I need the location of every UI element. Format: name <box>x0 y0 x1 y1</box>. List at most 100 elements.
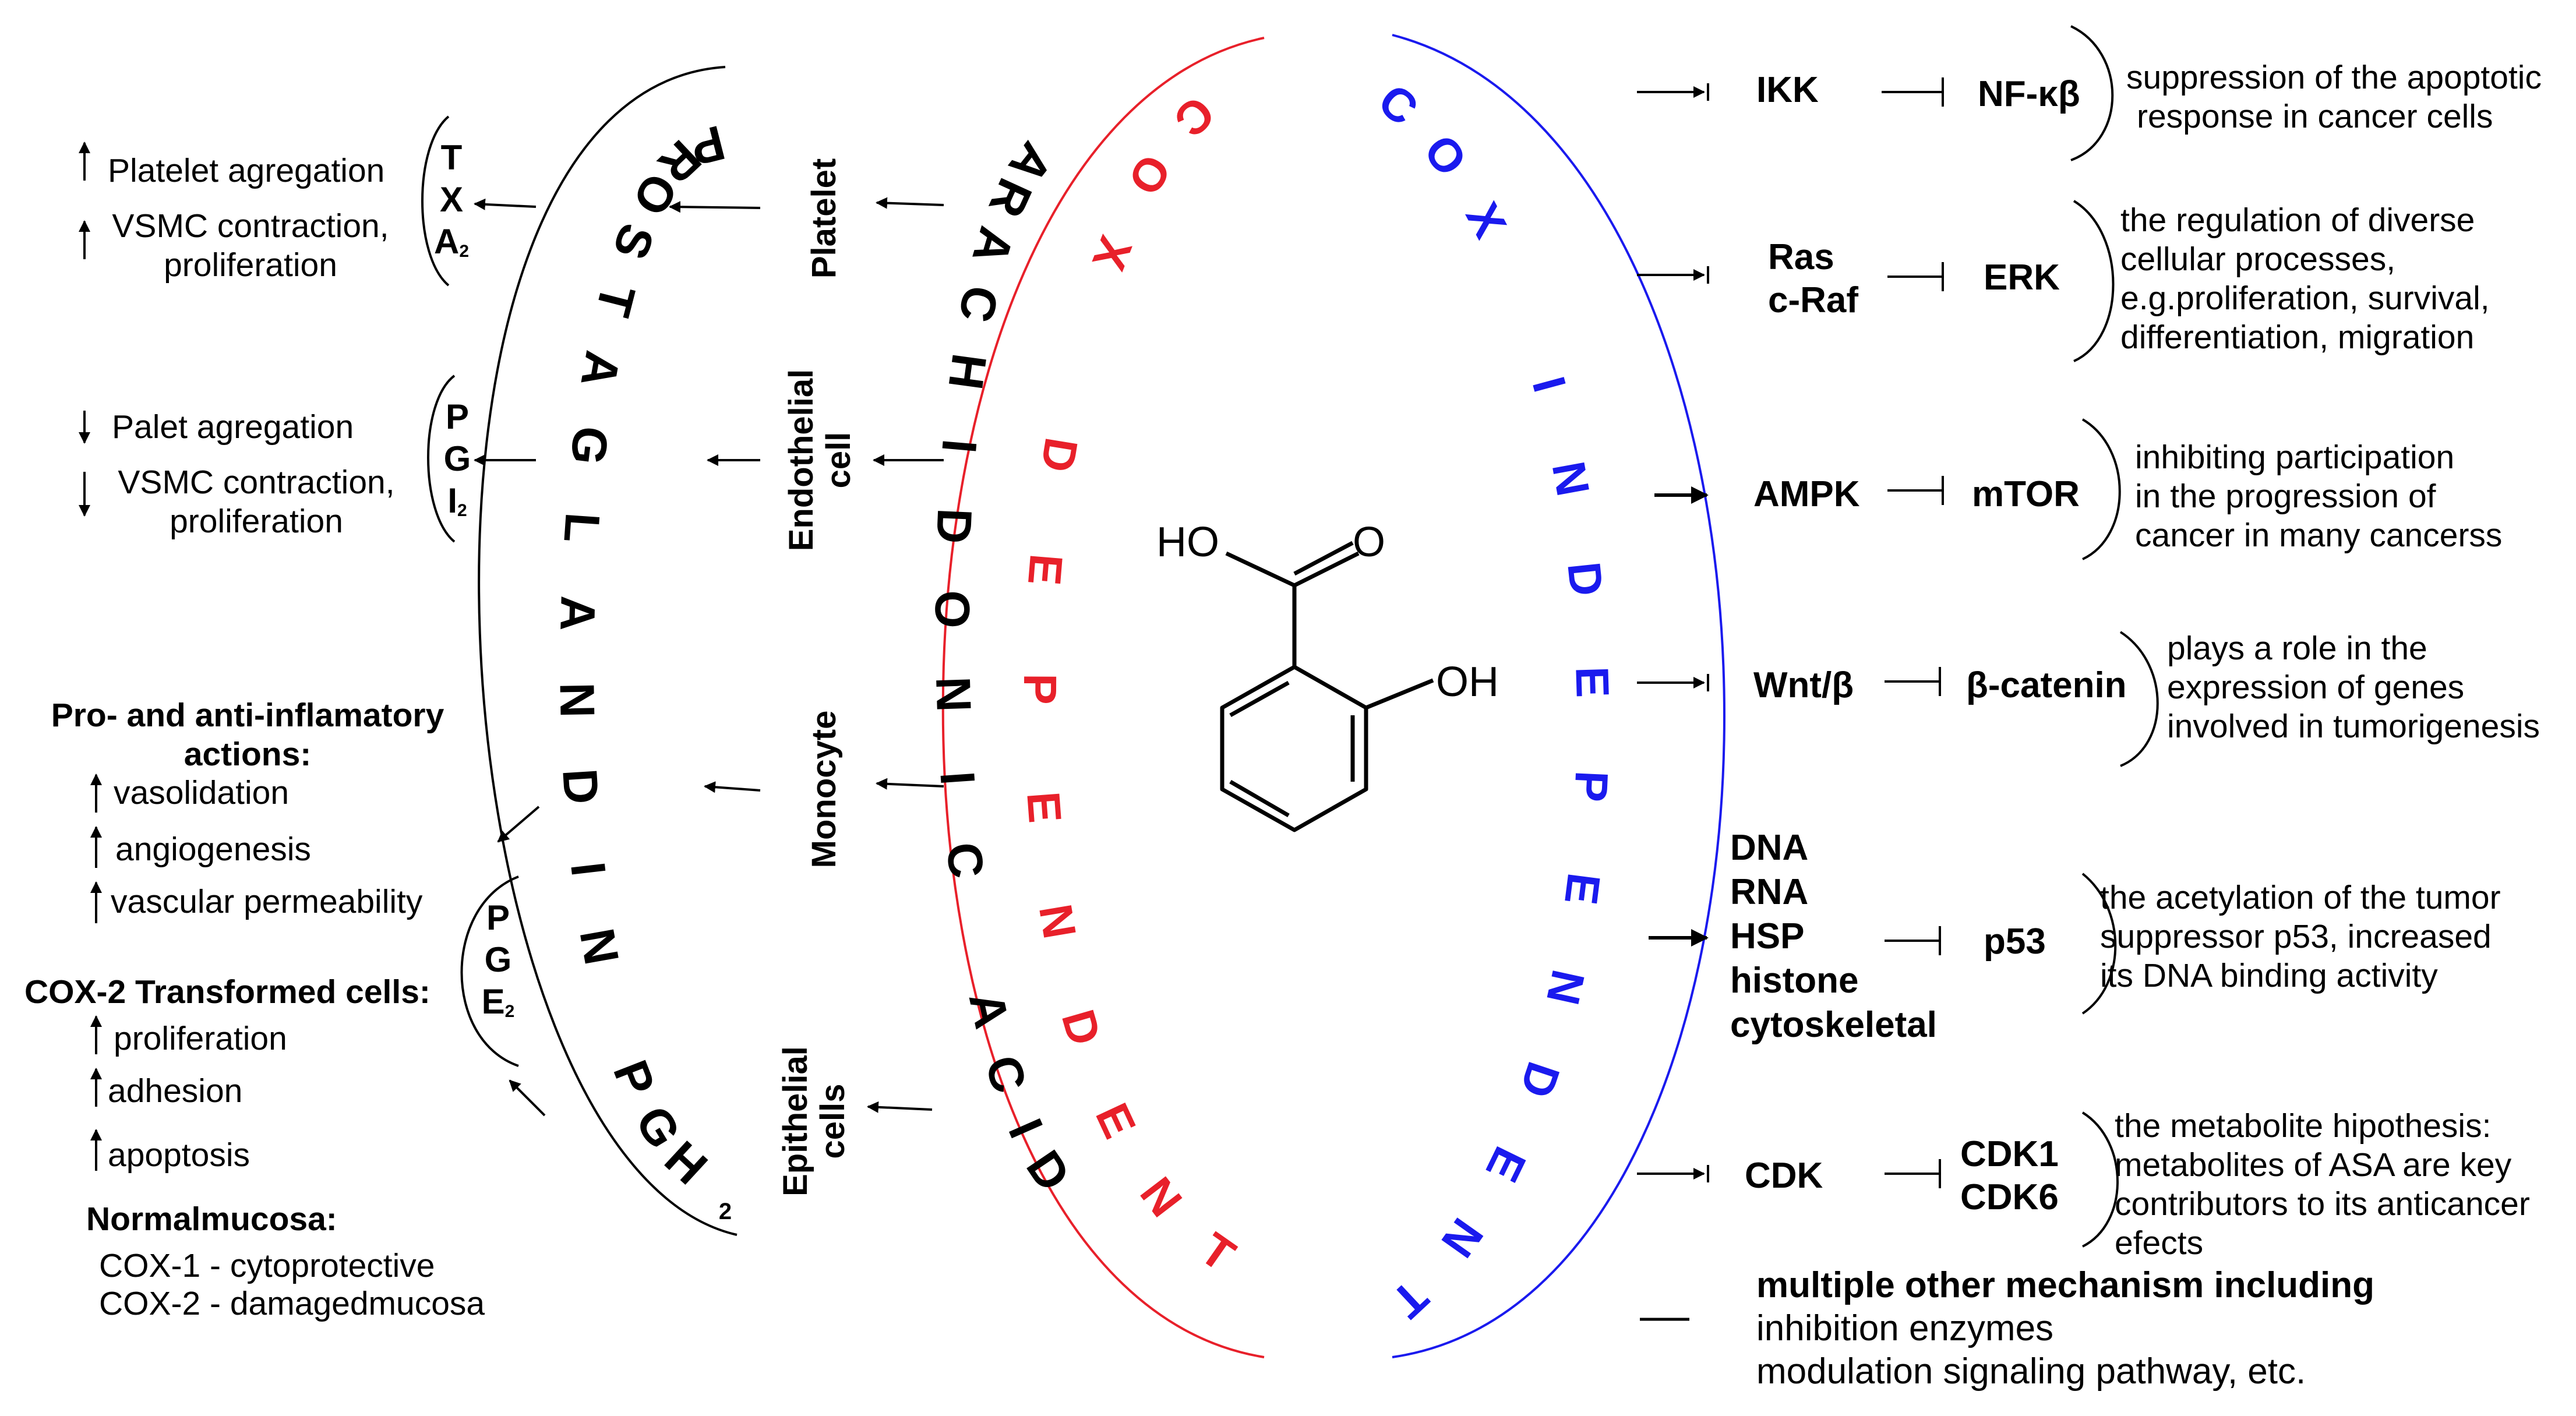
cell-monocyte-label: Monocyte <box>805 710 844 868</box>
pathway-target: CDK1 CDK6 <box>1960 1133 2059 1219</box>
cox-dependent-arc-letter: P <box>1014 673 1067 705</box>
pathway-description: the acetylation of the tumor suppressor … <box>2100 878 2501 995</box>
pathway-target-line: NF-κβ <box>1978 74 2080 114</box>
effect-vsmc-2-line2: proliferation <box>170 503 343 541</box>
pathway-source-line: Wnt/β <box>1753 665 1854 705</box>
pathway-description-line: the acetylation of the tumor <box>2100 879 2501 916</box>
pgi2-letter: G <box>443 439 471 478</box>
cell-epithelial-line2: cells <box>814 1083 852 1159</box>
txa2-letter: X <box>439 180 464 219</box>
pge2-label: P G E2 <box>478 897 518 1029</box>
pgi2-letter: I <box>447 481 457 520</box>
pgi2-letter: P <box>445 397 470 436</box>
bracket-catenin <box>2119 631 2159 767</box>
txa2-label: T X A2 <box>431 137 472 269</box>
bracket-ikk <box>2070 25 2114 161</box>
txa2-subscript: 2 <box>459 242 470 261</box>
cell-epithelial-line1: Epithelial <box>777 1046 815 1196</box>
pgi2-bracket <box>427 375 456 543</box>
pathway-description-line: cellular processes, <box>2120 241 2396 278</box>
cox-dependent-arc-letter: E <box>1018 552 1073 588</box>
arrow-monocyte-pgh <box>704 781 761 793</box>
pathway-description-line: contributors to its anticancer <box>2115 1185 2530 1223</box>
mucosa-item: COX-2 - damagedmucosa <box>99 1285 485 1322</box>
pathway-source-line: DNA <box>1730 828 1809 868</box>
mucosa-item: COX-1 - cytoprotective <box>99 1247 435 1284</box>
cox2-item: adhesion <box>108 1072 243 1110</box>
txa2-letter: T <box>440 138 463 177</box>
cell-endothelial: Endothelial cell <box>782 369 858 552</box>
pathway-source-line: Ras <box>1768 237 1834 277</box>
pathway-target-line: CDK1 <box>1960 1134 2059 1174</box>
pathway-target: mTOR <box>1972 473 2080 515</box>
inflammatory-title-line2: actions: <box>184 736 312 774</box>
pathway-target-line: ERK <box>1984 257 2060 298</box>
pathway-description-line: differentiation, migration <box>2120 319 2475 356</box>
pathway-description-line: inhibiting participation <box>2135 439 2455 476</box>
effect-vsmc-1-line1: VSMC contraction, <box>112 207 389 245</box>
cell-platelet-label: Platelet <box>805 158 844 279</box>
txa2-bracket <box>421 115 450 287</box>
cox-independent-arc <box>1392 34 1725 1358</box>
prostaglandin-arc-letter: A <box>550 595 606 632</box>
pathway-description: plays a role in the expression of genes … <box>2167 629 2540 746</box>
pathway-source-line: c-Raf <box>1768 280 1859 320</box>
pathway-source: CDK <box>1745 1154 1823 1197</box>
inflammatory-title-line1: Pro- and anti-inflamatory <box>51 697 444 734</box>
other-mechanisms-line: inhibition enzymes <box>1756 1308 2054 1348</box>
pathway-source: Wnt/β <box>1753 664 1854 707</box>
cox2-item: proliferation <box>114 1020 287 1057</box>
pathway-source-line: AMPK <box>1753 474 1860 514</box>
inhibit-wnt <box>1885 667 1941 696</box>
pathway-source-line: RNA <box>1730 872 1809 912</box>
pathway-description-line: efects <box>2115 1224 2204 1262</box>
pathway-target-line: β-catenin <box>1966 665 2127 705</box>
pgi2-subscript: 2 <box>457 501 467 520</box>
arachidonic-arc-letter: N <box>925 675 982 713</box>
pathway-source-line: HSP <box>1730 916 1805 956</box>
inhibit-ampk <box>1887 476 1944 505</box>
arrow-to-ikk <box>1637 83 1709 101</box>
effect-vsmc-2-line1: VSMC contraction, <box>118 464 395 501</box>
arachidonic-arc-letter: C <box>936 839 994 881</box>
prostaglandin-arc <box>478 66 737 1236</box>
effect-vsmc-1-line2: proliferation <box>164 246 337 284</box>
cox2-item: apoptosis <box>108 1136 250 1174</box>
other-mechanisms: multiple other mechanism including inhib… <box>1756 1264 2374 1393</box>
pgi2-label: P G I2 <box>437 396 478 528</box>
arachidonic-arc-letter: D <box>926 507 983 545</box>
inhibit-cdk <box>1885 1159 1941 1188</box>
arrow-to-ras <box>1637 266 1709 284</box>
arrow-platelet-pgh <box>669 201 761 213</box>
effect-vsmc-2: VSMC contraction, proliferation <box>105 463 408 542</box>
pathway-description-line: e.g.proliferation, survival, <box>2120 280 2490 317</box>
pathway-source: DNA RNA HSP histone cytoskeletal <box>1730 826 1937 1047</box>
pathway-description-line: involved in tumorigenesis <box>2167 708 2540 745</box>
pathway-target: ERK <box>1984 256 2060 299</box>
pge2-letter: P <box>486 898 510 937</box>
arrow-aa-platelet <box>876 197 944 209</box>
prostaglandin-arc-letter: L <box>553 511 611 545</box>
pathway-target: p53 <box>1984 920 2046 963</box>
mucosa-title: Normalmucosa: <box>86 1200 337 1238</box>
arrow-aa-monocyte <box>876 778 944 790</box>
pathway-description-line: expression of genes <box>2167 669 2465 706</box>
pathway-description-line: response in cancer cells <box>2137 98 2493 136</box>
inflammatory-title: Pro- and anti-inflamatory actions: <box>32 696 463 775</box>
pathway-description: the regulation of diverse cellular proce… <box>2120 201 2490 357</box>
pathway-description: the metabolite hipothesis: metabolites o… <box>2115 1107 2530 1263</box>
pathway-source-line: cytoskeletal <box>1730 1005 1937 1045</box>
pathway-source: Ras c-Raf <box>1768 236 1858 322</box>
cox-independent-arc-letter: E <box>1555 870 1611 907</box>
bracket-mtor <box>2081 418 2121 560</box>
cell-endothelial-line1: Endothelial <box>782 369 821 552</box>
pathway-target-line: mTOR <box>1972 474 2080 514</box>
cox-independent-arc-letter: D <box>1557 559 1613 599</box>
pathway-description: suppression of the apoptotic response in… <box>2126 58 2542 137</box>
cell-epithelial: Epithelial cells <box>777 1046 852 1196</box>
pathway-source-line: CDK <box>1745 1156 1823 1196</box>
other-mechanisms-title: multiple other mechanism including <box>1756 1265 2375 1305</box>
cox-dependent-arc <box>941 37 1265 1358</box>
inflam-item: vasolidation <box>114 774 290 811</box>
prostaglandin-arc-letter: G <box>560 423 619 468</box>
